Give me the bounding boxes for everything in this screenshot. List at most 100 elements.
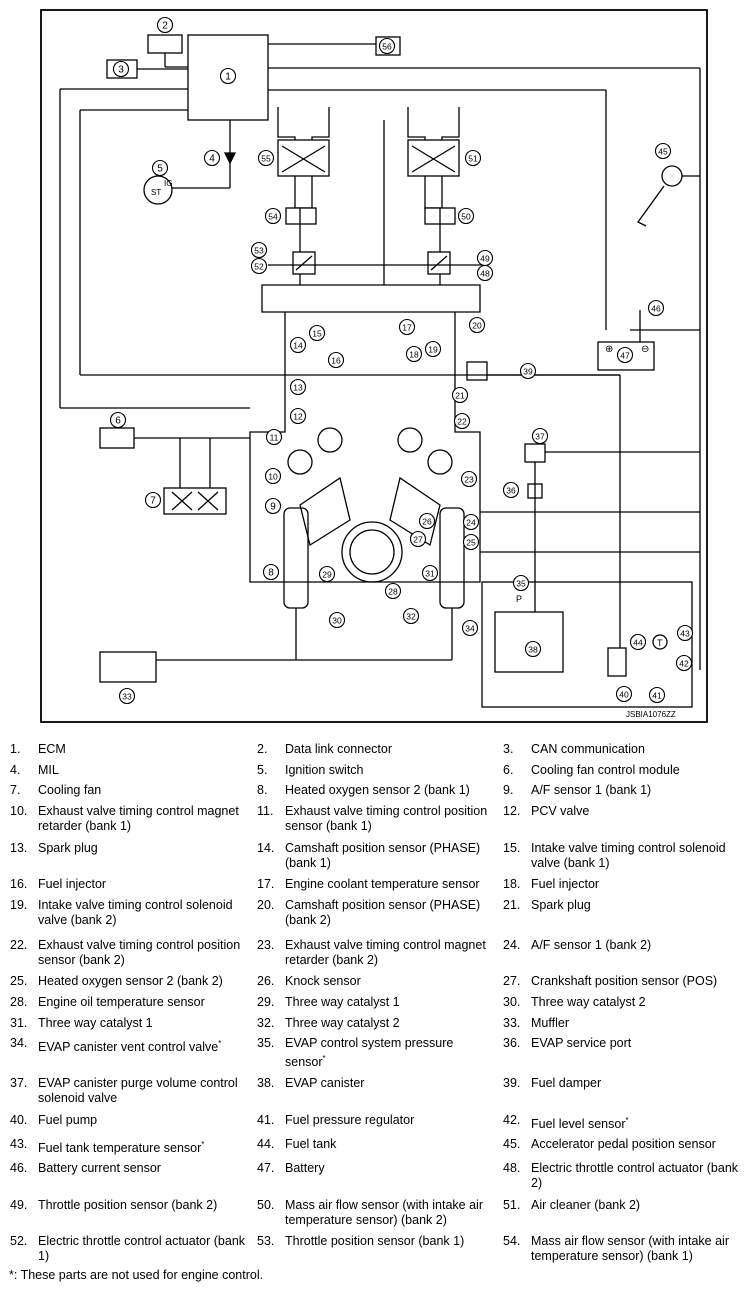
legend-number: 17.: [257, 877, 275, 891]
legend-text: Battery current sensor: [38, 1161, 161, 1175]
callout-circle-36: [502, 481, 520, 499]
callout-circle-12: [289, 407, 307, 425]
callout-circle-11: [265, 428, 283, 446]
callout-circle-8: [262, 563, 280, 581]
legend-text: EVAP canister vent control valve*: [38, 1039, 222, 1055]
callout-number-17: 17: [402, 323, 412, 333]
legend-text: Fuel damper: [531, 1076, 602, 1090]
intake-manifold: [261, 284, 481, 313]
legend-text: Camshaft position sensor (PHASE) (bank 2…: [285, 898, 481, 927]
callout-circle-56: [378, 37, 396, 55]
callout-number-32: 32: [406, 612, 416, 622]
legend-number: 6.: [503, 763, 514, 777]
callout-circle-31: [421, 564, 439, 582]
legend-text: Electric throttle control actuator (bank…: [38, 1234, 246, 1263]
crankshaft-icon: [341, 521, 403, 583]
legend-number: 34.: [10, 1036, 28, 1050]
drawing-code: JSBIA1076ZZ: [626, 710, 676, 719]
legend-number: 42.: [503, 1113, 521, 1127]
camshaft-b1-ex: [287, 449, 313, 475]
maf-sensor-bank1: [285, 207, 317, 225]
legend-text: Three way catalyst 2: [531, 995, 646, 1009]
legend-number: 13.: [10, 841, 28, 855]
callout-number-49: 49: [480, 254, 490, 264]
callout-circle-46: [647, 299, 665, 317]
legend-text: Fuel level sensor*: [531, 1116, 629, 1132]
legend-text: Spark plug: [38, 841, 98, 855]
battery-minus-icon: ⊖: [641, 344, 649, 355]
legend-number: 1.: [10, 742, 21, 756]
callout-circle-22: [453, 412, 471, 430]
callout-circle-54: [264, 207, 282, 225]
callout-number-12: 12: [293, 412, 303, 422]
legend-text: A/F sensor 1 (bank 2): [531, 938, 652, 952]
callout-number-55: 55: [261, 154, 271, 164]
legend-number: 18.: [503, 877, 521, 891]
muffler: [99, 651, 157, 683]
callout-circle-15: [308, 324, 326, 342]
legend-text: A/F sensor 1 (bank 1): [531, 783, 652, 797]
legend-text: Knock sensor: [285, 974, 361, 988]
callout-circle-24: [462, 513, 480, 531]
callout-number-1: 1: [225, 72, 231, 83]
callout-number-9: 9: [270, 502, 276, 513]
legend-asterisk: *: [201, 1140, 205, 1149]
legend-number: 53.: [257, 1234, 275, 1248]
callout-circle-30: [328, 611, 346, 629]
legend-text: Accelerator pedal position sensor: [531, 1137, 716, 1151]
temperature-sensor-t-label: T: [657, 638, 663, 648]
callout-circle-13: [289, 378, 307, 396]
legend-text: Engine oil temperature sensor: [38, 995, 205, 1009]
legend-text: EVAP canister: [285, 1076, 365, 1090]
callout-circle-18: [405, 345, 423, 363]
callout-number-43: 43: [680, 629, 690, 639]
legend-text: Camshaft position sensor (PHASE) (bank 1…: [285, 841, 481, 870]
evap-service-port: [527, 483, 543, 499]
callout-number-41: 41: [652, 691, 662, 701]
legend-text: Air cleaner (bank 2): [531, 1198, 641, 1212]
callout-circle-5: [151, 159, 169, 177]
callout-circle-10: [264, 467, 282, 485]
callout-circle-21: [451, 386, 469, 404]
legend-text: EVAP control system pressure sensor*: [285, 1036, 454, 1070]
legend-number: 11.: [257, 804, 274, 818]
camshaft-b1-in: [317, 427, 343, 453]
callout-number-14: 14: [293, 341, 303, 351]
callout-number-6: 6: [115, 416, 121, 427]
callout-circle-26: [418, 512, 436, 530]
callout-number-53: 53: [254, 246, 264, 256]
callout-number-37: 37: [535, 432, 545, 442]
callout-circle-7: [144, 491, 162, 509]
legend-number: 21.: [503, 898, 521, 912]
legend-number: 24.: [503, 938, 521, 952]
legend-number: 46.: [10, 1161, 28, 1175]
legend-number: 27.: [503, 974, 521, 988]
legend-number: 40.: [10, 1113, 28, 1127]
callout-circle-29: [318, 565, 336, 583]
callout-number-24: 24: [466, 518, 476, 528]
callout-number-2: 2: [162, 21, 168, 32]
callout-circle-16: [327, 351, 345, 369]
callout-circle-42: [675, 654, 693, 672]
callout-circle-4: [203, 149, 221, 167]
callout-number-29: 29: [322, 570, 332, 580]
legend-text: Exhaust valve timing control position se…: [38, 938, 241, 967]
legend-number: 43.: [10, 1137, 28, 1151]
callout-circle-14: [289, 336, 307, 354]
legend-text: Muffler: [531, 1016, 569, 1030]
callout-number-27: 27: [413, 535, 423, 545]
callout-number-28: 28: [388, 587, 398, 597]
evap-canister: [494, 611, 564, 673]
ignition-st-label: ST: [151, 188, 161, 197]
legend-text: EVAP service port: [531, 1036, 632, 1050]
legend-text: Ignition switch: [285, 763, 364, 777]
callout-circle-25: [462, 533, 480, 551]
callout-circle-43: [676, 624, 694, 642]
callout-circle-33: [118, 687, 136, 705]
callout-number-23: 23: [464, 475, 474, 485]
legend-text: Fuel tank: [285, 1137, 337, 1151]
callout-number-31: 31: [425, 569, 435, 579]
fuel-tank-temp-sensor: [652, 634, 668, 650]
callout-circle-41: [648, 686, 666, 704]
